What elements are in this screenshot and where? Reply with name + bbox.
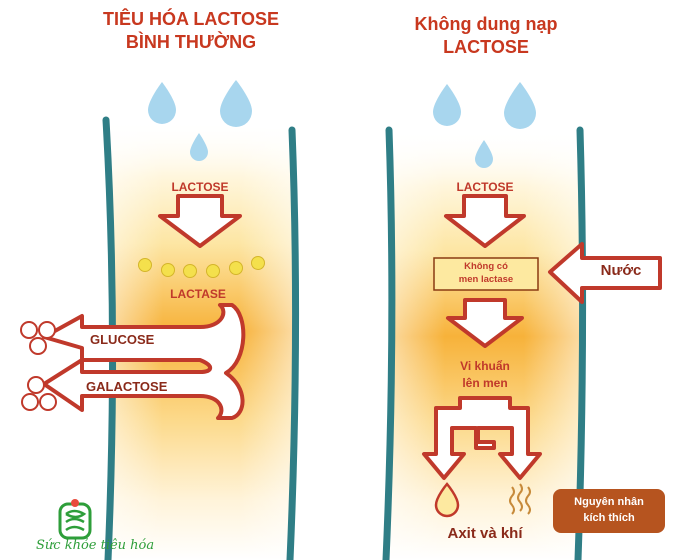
fork-split-arrow-icon xyxy=(422,396,542,480)
right-lactose-down-arrow-icon xyxy=(444,194,526,248)
water-drop-icon xyxy=(220,80,252,127)
right-title-line1: Không dung nạp xyxy=(414,14,558,34)
cause-label: Nguyên nhân kích thích xyxy=(553,494,665,526)
water-drop-icon xyxy=(475,140,493,168)
no-lactase-line1: Không có xyxy=(464,261,508,272)
water-label: Nước xyxy=(600,262,642,279)
galactose-molecules xyxy=(21,376,57,411)
left-water-drops xyxy=(148,80,252,161)
water-drop-icon xyxy=(148,82,176,124)
glucose-label: GLUCOSE xyxy=(90,332,155,347)
split-u-arrow-icon xyxy=(42,303,246,420)
no-lactase-line2: men lactase xyxy=(458,274,514,285)
enzyme-dot-icon xyxy=(251,256,265,270)
fermentation-down-arrow-icon xyxy=(446,298,524,348)
enzyme-dot-icon xyxy=(183,264,197,278)
right-panel-title: Không dung nạp LACTOSE xyxy=(355,13,617,59)
right-lactose-label: LACTOSE xyxy=(456,180,514,194)
bacteria-line2: lên men xyxy=(462,376,508,390)
gas-lines-icon xyxy=(509,483,531,515)
glucose-molecules xyxy=(20,321,56,355)
left-tube-wall-right xyxy=(286,126,300,560)
bacteria-line1: Vi khuẩn xyxy=(460,359,510,373)
bacteria-label: Vi khuẩn lên men xyxy=(430,358,540,392)
molecule-icon xyxy=(20,321,38,339)
right-tube-wall-left xyxy=(382,126,396,560)
cause-line2: kích thích xyxy=(583,512,635,524)
logo-intestine-icon xyxy=(58,499,92,540)
molecule-icon xyxy=(38,321,56,339)
right-water-drops xyxy=(433,82,536,168)
enzyme-dot-icon xyxy=(138,258,152,272)
water-drop-icon xyxy=(433,84,461,126)
molecule-icon xyxy=(27,376,45,394)
cause-line1: Nguyên nhân xyxy=(574,496,644,508)
water-inflow-arrow-icon xyxy=(548,242,662,304)
logo-text: Sức khỏe tiêu hóa xyxy=(36,538,155,553)
left-panel-title: TIÊU HÓA LACTOSE BÌNH THƯỜNG xyxy=(60,8,322,54)
left-title-line2: BÌNH THƯỜNG xyxy=(125,32,257,52)
cause-box xyxy=(553,489,665,533)
acid-gas-label: Axit và khí xyxy=(447,525,523,542)
water-drop-icon xyxy=(504,82,536,129)
right-title-line2: LACTOSE xyxy=(443,37,529,57)
molecule-icon xyxy=(39,393,57,411)
acid-drop-icon xyxy=(434,482,460,518)
enzyme-dot-icon xyxy=(206,264,220,278)
galactose-label: GALACTOSE xyxy=(86,379,168,394)
left-title-line1: TIÊU HÓA LACTOSE xyxy=(102,9,279,29)
left-lactose-label: LACTOSE xyxy=(171,180,229,194)
no-lactase-box xyxy=(433,257,539,291)
enzyme-dot-icon xyxy=(229,261,243,275)
enzyme-dot-icon xyxy=(161,263,175,277)
left-lactose-down-arrow-icon xyxy=(158,194,242,248)
no-lactase-label: Không có men lactase xyxy=(434,260,538,286)
molecule-icon xyxy=(29,337,47,355)
molecule-icon xyxy=(21,393,39,411)
lactase-label: LACTASE xyxy=(170,287,226,301)
lactase-enzyme-dots xyxy=(138,256,265,278)
water-drop-icon xyxy=(190,133,208,161)
